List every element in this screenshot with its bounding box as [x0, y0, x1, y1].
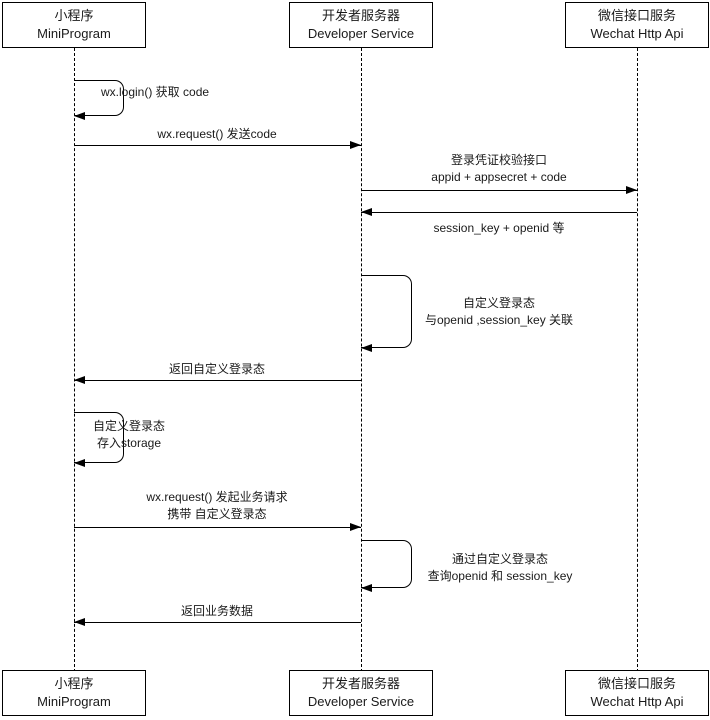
participant-box-miniprogram-top[interactable]: 小程序 MiniProgram [2, 2, 146, 48]
arrowhead-session-return [361, 207, 372, 216]
message-label-line1: 通过自定义登录态 [451, 552, 548, 566]
message-label-wx-request-business: wx.request() 发起业务请求 携带 自定义登录态 [146, 489, 287, 524]
message-label-line2: 查询openid 和 session_key [427, 569, 573, 584]
arrowhead-query-openid [361, 583, 372, 592]
message-line-code2session [361, 190, 637, 191]
participant-label-en: MiniProgram [37, 694, 111, 709]
message-label-query-openid: 通过自定义登录态 查询openid 和 session_key [428, 551, 573, 586]
message-label-wx-login: wx.login() 获取 code [101, 84, 209, 101]
participant-label-cn: 开发者服务器 [321, 8, 400, 24]
message-label-code2session: 登录凭证校验接口 appid + appsecret + code [431, 152, 566, 187]
lifeline-wechat-http-api [637, 48, 638, 672]
message-label-line1: 返回自定义登录态 [168, 362, 266, 376]
participant-box-wechat-http-api-bottom[interactable]: 微信接口服务 Wechat Http Api [565, 670, 709, 716]
message-line-return-custom-login-state [74, 380, 361, 381]
message-label-line2: 存入storage [96, 436, 162, 451]
self-loop-query-openid [361, 540, 412, 588]
message-label-line2: 携带 自定义登录态 [167, 507, 267, 522]
participant-box-miniprogram-bottom[interactable]: 小程序 MiniProgram [2, 670, 146, 716]
message-label-line1: wx.request() 发起业务请求 [146, 490, 288, 504]
participant-label-cn: 小程序 [54, 676, 94, 692]
message-label-line1: wx.login() 获取 code [101, 85, 210, 99]
arrowhead-code2session [626, 185, 637, 194]
lifeline-miniprogram [74, 48, 75, 672]
participant-label-cn: 微信接口服务 [597, 8, 676, 24]
message-label-store-login-state: 自定义登录态 存入storage [93, 418, 165, 453]
participant-label-en: MiniProgram [37, 26, 111, 41]
message-line-wx-request-code [74, 145, 361, 146]
self-loop-wx-login [74, 80, 124, 116]
message-label-custom-login-state: 自定义登录态 与openid ,session_key 关联 [425, 295, 573, 330]
participant-box-wechat-http-api-top[interactable]: 微信接口服务 Wechat Http Api [565, 2, 709, 48]
message-label-session-return: session_key + openid 等 [433, 220, 564, 237]
message-label-line1: 返回业务数据 [180, 604, 254, 618]
message-line-return-business-data [74, 622, 361, 623]
arrowhead-return-business-data [74, 617, 85, 626]
participant-label-en: Wechat Http Api [590, 26, 684, 41]
message-label-return-business-data: 返回业务数据 [181, 603, 253, 620]
message-label-line2: 与openid ,session_key 关联 [424, 313, 574, 328]
message-line-session-return [361, 212, 637, 213]
message-label-line2: appid + appsecret + code [431, 170, 567, 185]
arrowhead-wx-request-business [350, 522, 361, 531]
arrowhead-wx-request-code [350, 140, 361, 149]
message-label-line1: 登录凭证校验接口 [450, 153, 547, 167]
arrowhead-store-login-state [74, 458, 85, 467]
message-label-line1: session_key + openid 等 [433, 221, 565, 235]
participant-box-developer-service-bottom[interactable]: 开发者服务器 Developer Service [289, 670, 433, 716]
message-label-wx-request-code: wx.request() 发送code [157, 126, 276, 143]
participant-label-en: Developer Service [307, 26, 415, 41]
lifeline-developer-service [361, 48, 362, 672]
arrowhead-wx-login [74, 111, 85, 120]
message-label-line1: 自定义登录态 [92, 419, 166, 433]
message-label-return-custom-login-state: 返回自定义登录态 [169, 361, 265, 378]
self-loop-store-login-state [74, 412, 124, 463]
message-label-line1: 自定义登录态 [462, 296, 536, 310]
participant-label-en: Wechat Http Api [590, 694, 684, 709]
arrowhead-return-custom-login-state [74, 375, 85, 384]
participant-label-cn: 开发者服务器 [321, 676, 400, 692]
participant-label-en: Developer Service [307, 694, 415, 709]
arrowhead-custom-login-state [361, 343, 372, 352]
participant-box-developer-service-top[interactable]: 开发者服务器 Developer Service [289, 2, 433, 48]
participant-label-cn: 小程序 [54, 8, 94, 24]
participant-label-cn: 微信接口服务 [597, 676, 676, 692]
message-label-line1: wx.request() 发送code [157, 127, 277, 141]
self-loop-custom-login-state [361, 275, 412, 348]
message-line-wx-request-business [74, 527, 361, 528]
